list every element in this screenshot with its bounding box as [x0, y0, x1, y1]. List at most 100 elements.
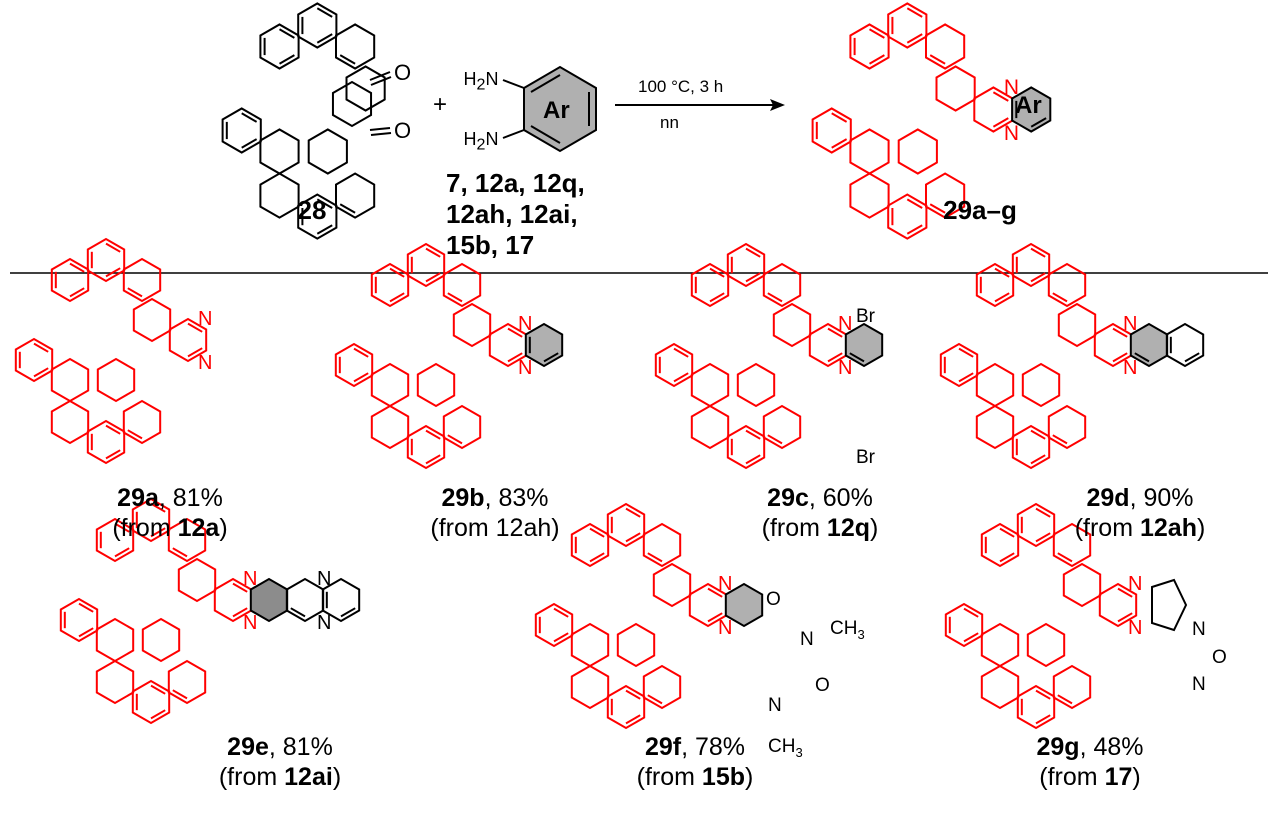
helicene-ring — [259, 128, 300, 175]
helicene-ring — [887, 193, 928, 240]
double-bond — [290, 607, 306, 618]
double-bond — [105, 267, 121, 278]
double-bond — [69, 287, 85, 298]
helicene-ring — [975, 404, 1015, 450]
double-bond — [1117, 612, 1133, 623]
helicene-ring — [772, 302, 812, 348]
helicene-ring — [96, 357, 136, 403]
helicene-ring — [690, 362, 730, 408]
double-bond — [389, 292, 405, 303]
double-bond — [963, 607, 979, 618]
double-bond — [425, 247, 441, 258]
double-bond — [316, 7, 333, 18]
double-bond — [869, 28, 885, 39]
helicene-ring — [335, 172, 376, 219]
helicene-ring — [762, 262, 802, 308]
yield: , 83% — [484, 484, 549, 512]
source-compound: 15b — [701, 763, 746, 791]
pyrazine-ring — [168, 317, 208, 363]
double-bond — [1030, 247, 1046, 258]
helicene-ring — [1011, 242, 1051, 288]
helicene-ring — [897, 128, 938, 175]
double-bond — [105, 449, 121, 460]
reagent-line-1: 7, 12a, 12q, — [446, 168, 585, 198]
helicene-ring — [370, 262, 410, 308]
double-bond — [1030, 272, 1046, 283]
ar-label-product: Ar — [1015, 92, 1042, 119]
helicene-ring — [849, 23, 890, 70]
double-bond — [1112, 352, 1128, 363]
double-bond — [507, 352, 523, 363]
double-bond — [507, 327, 523, 338]
caption-source: (from 12q) — [761, 514, 879, 542]
double-bond — [745, 247, 761, 258]
helicene-ring — [1021, 362, 1061, 408]
double-bond — [1035, 689, 1051, 700]
double-bond — [767, 292, 783, 303]
helicene-ring — [570, 664, 610, 710]
double-bond — [279, 28, 295, 39]
double-bond — [1184, 352, 1200, 363]
double-bond — [625, 714, 641, 725]
helicene-ring — [1057, 302, 1097, 348]
atom-N: N — [317, 612, 331, 634]
double-bond — [673, 372, 689, 383]
helicene-ring — [944, 602, 984, 648]
source-compound: 17 — [1104, 763, 1133, 791]
double-bond — [1117, 587, 1133, 598]
helicene-ring — [1016, 684, 1056, 730]
helicene-ring — [141, 617, 181, 663]
helicene-ring — [726, 242, 766, 288]
double-bond — [339, 54, 356, 65]
double-bond — [33, 367, 49, 378]
double-bond — [187, 322, 203, 333]
fused-ring — [249, 577, 289, 623]
double-bond — [316, 33, 333, 44]
double-bond — [78, 627, 94, 638]
caption-29a: 29a, 81%(from 12a) — [20, 483, 320, 543]
caption-id-yield: 29a, 81% — [20, 483, 320, 513]
product-label: 29a–g — [943, 195, 1017, 225]
source-compound: 12a — [177, 514, 220, 542]
helicene-ring — [935, 65, 976, 112]
double-bond — [553, 632, 569, 643]
n-top-29f: N — [800, 629, 814, 650]
reactant-28-structure — [221, 2, 386, 240]
double-bond — [958, 347, 974, 358]
caption-source: (from 15b) — [636, 763, 754, 791]
helicene-ring — [690, 262, 730, 308]
atom-N: N — [518, 313, 532, 335]
o-right-29f: O — [815, 675, 830, 696]
double-bond — [150, 527, 166, 538]
double-bond — [958, 372, 974, 383]
double-bond — [767, 434, 783, 445]
condition-bottom: nn — [660, 113, 679, 132]
double-bond — [745, 454, 761, 465]
double-bond — [1057, 694, 1073, 705]
helicene-ring — [570, 622, 610, 668]
atom-N: N — [838, 357, 852, 379]
helicene-ring — [132, 297, 172, 343]
helicene-ring — [606, 684, 646, 730]
double-bond — [1035, 532, 1051, 543]
double-bond — [999, 552, 1015, 563]
reagent-line-3: 15b, 17 — [446, 230, 535, 260]
helicene-ring — [762, 404, 802, 450]
source-compound: 12q — [826, 514, 871, 542]
helicene-ring — [370, 362, 410, 408]
double-bond — [906, 224, 923, 235]
helicene-ring — [86, 419, 126, 465]
source-compound: 12ah — [495, 514, 552, 542]
helicene-ring — [131, 497, 171, 543]
atom-N: N — [1128, 573, 1142, 595]
helicene-ring — [939, 342, 979, 388]
yield: , 60% — [808, 484, 873, 512]
fused-ring — [724, 582, 764, 628]
double-bond — [447, 292, 463, 303]
double-bond — [1030, 117, 1047, 128]
dione-ring — [331, 80, 373, 128]
double-bond — [105, 424, 121, 435]
double-bond — [172, 689, 188, 700]
helicene-ring — [726, 424, 766, 470]
